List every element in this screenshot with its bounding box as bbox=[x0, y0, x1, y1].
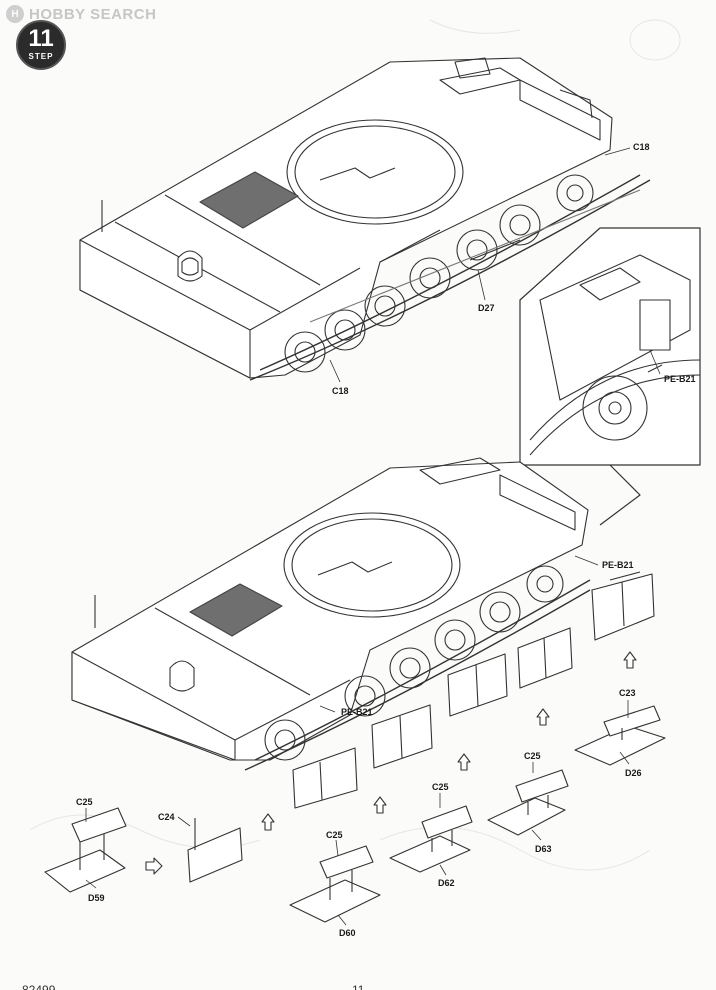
lower-turret-ring bbox=[283, 512, 461, 618]
label-c25-d: C25 bbox=[524, 751, 541, 761]
side-skirt-plates bbox=[292, 571, 655, 809]
label-d62: D62 bbox=[438, 878, 455, 888]
part-c24-plate bbox=[187, 827, 243, 883]
arrow-2 bbox=[261, 813, 275, 831]
label-d26: D26 bbox=[625, 768, 642, 778]
label-c18-mid: C18 bbox=[332, 386, 349, 396]
label-c23: C23 bbox=[619, 688, 636, 698]
arrow-4 bbox=[457, 753, 471, 771]
arrow-3 bbox=[373, 796, 387, 814]
upper-hull-view bbox=[79, 57, 651, 381]
label-d59: D59 bbox=[88, 893, 105, 903]
assembly-arrows bbox=[145, 651, 637, 875]
upper-hull-front-face bbox=[79, 239, 251, 379]
part-labels: C18 C18 D27 PE-B21 PE-B21 PE-B21 C23 D26… bbox=[76, 142, 696, 938]
lower-road-wheels bbox=[264, 565, 564, 761]
label-d63: D63 bbox=[535, 844, 552, 854]
skirt-plate-2 bbox=[371, 704, 433, 769]
upper-track-bottom bbox=[249, 179, 651, 381]
page-number: 11 bbox=[352, 983, 365, 990]
hobby-search-logo-icon: H bbox=[6, 5, 24, 23]
label-c25-b: C25 bbox=[326, 830, 343, 840]
watermark-text: HOBBY SEARCH bbox=[29, 5, 157, 23]
label-c24: C24 bbox=[158, 812, 175, 822]
part-d63-guard bbox=[487, 797, 566, 836]
detail-inset bbox=[519, 227, 701, 526]
label-pe-b21-right: PE-B21 bbox=[602, 560, 634, 570]
label-c25-a: C25 bbox=[76, 797, 93, 807]
lower-tow-hook bbox=[169, 660, 195, 692]
step-number: 11 bbox=[28, 25, 54, 52]
part-d60-guard bbox=[289, 879, 381, 923]
label-pe-b21-detail: PE-B21 bbox=[664, 374, 696, 384]
callout-pointer bbox=[599, 464, 641, 526]
label-d60: D60 bbox=[339, 928, 356, 938]
label-c18-top: C18 bbox=[633, 142, 650, 152]
upper-turret-ring bbox=[286, 119, 464, 225]
label-pe-b21-left: PE-B21 bbox=[341, 707, 373, 717]
catalog-number: 82499 bbox=[22, 983, 56, 990]
step-label: STEP bbox=[28, 52, 54, 61]
label-c25-c: C25 bbox=[432, 782, 449, 792]
lower-hull-view bbox=[71, 457, 591, 790]
detail-frame bbox=[519, 227, 701, 466]
arrow-6 bbox=[623, 651, 637, 669]
part-d62-guard bbox=[389, 835, 471, 873]
arrow-1 bbox=[145, 857, 163, 875]
leader-lines bbox=[85, 147, 661, 926]
upper-engine-grille bbox=[199, 171, 299, 229]
skirt-plate-1 bbox=[292, 747, 358, 809]
label-d27: D27 bbox=[478, 303, 495, 313]
part-d59-guard bbox=[44, 849, 126, 893]
lower-engine-grille bbox=[189, 583, 283, 637]
mudguard-parts bbox=[44, 705, 666, 923]
arrow-5 bbox=[536, 708, 550, 726]
step-badge: 11 STEP bbox=[16, 20, 66, 70]
watermark: H HOBBY SEARCH bbox=[6, 4, 156, 24]
